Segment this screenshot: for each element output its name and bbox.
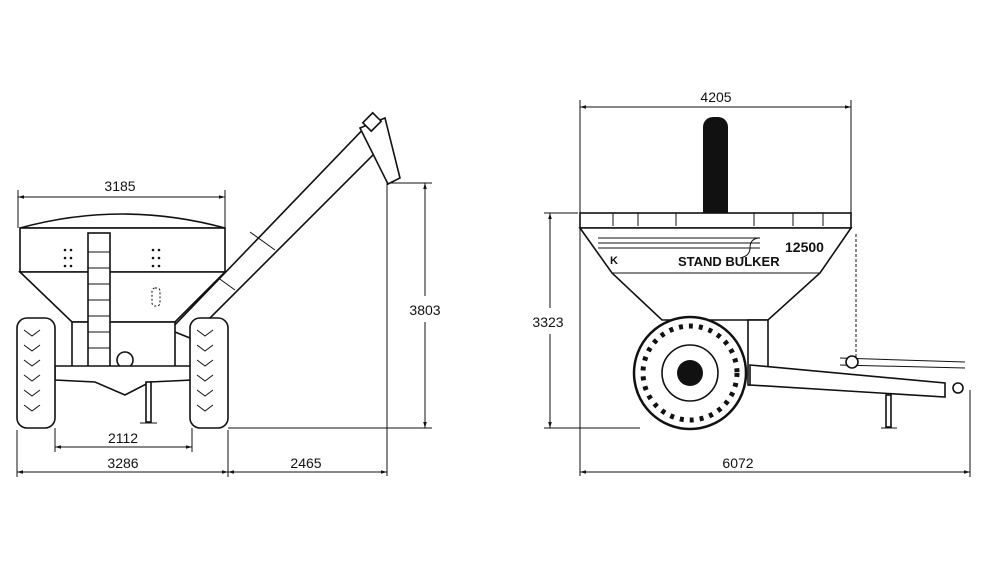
- left-wheel: [16, 317, 56, 429]
- drawbar: [749, 364, 946, 398]
- hopper-body: [19, 227, 226, 273]
- stripes: [598, 237, 761, 259]
- k-logo: K: [610, 255, 618, 267]
- jack-stand: [145, 381, 152, 423]
- dim-hopper-length: 4205: [700, 89, 731, 105]
- jack-stand: [885, 394, 892, 428]
- side-view: 12500 STAND BULKER K 4205 3323 6072: [532, 89, 971, 477]
- rear-view: 3185 3803 2112 3286 2465: [16, 111, 441, 477]
- dim-overall-height: 3323: [532, 314, 563, 330]
- dim-auger-reach: 2465: [290, 455, 321, 471]
- product-name: STAND BULKER: [678, 254, 780, 269]
- hopper-rim: [579, 212, 852, 229]
- dim-track-width: 2112: [108, 430, 138, 446]
- dim-overall-width: 3286: [107, 455, 138, 471]
- right-wheel: [189, 317, 229, 429]
- hopper-lid: [19, 213, 226, 229]
- ladder: [87, 232, 111, 376]
- dim-auger-height: 3803: [409, 302, 440, 318]
- model-number: 12500: [785, 239, 824, 255]
- auger-vertical: [703, 117, 728, 228]
- dim-top-width: 3185: [104, 178, 135, 194]
- axle-frame: [54, 365, 193, 396]
- dim-overall-length: 6072: [722, 455, 753, 471]
- bolt-holes: [63, 248, 161, 268]
- side-wheel: [632, 315, 748, 431]
